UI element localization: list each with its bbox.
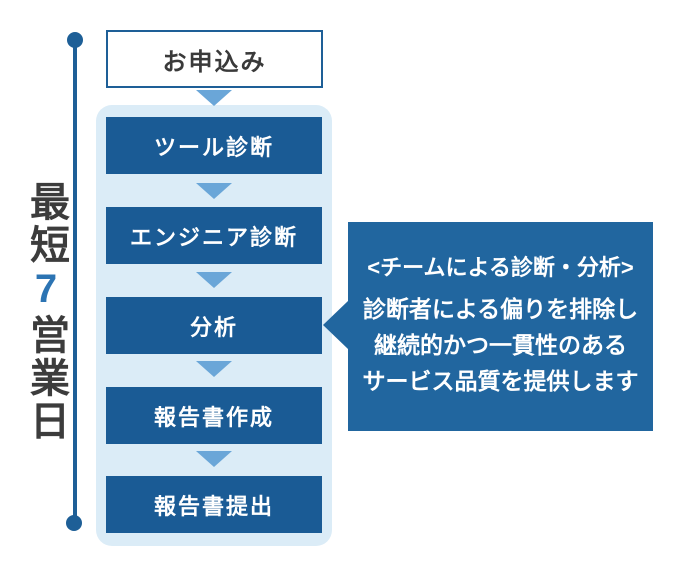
step-label: ツール診断 xyxy=(153,134,274,160)
down-arrow-icon xyxy=(196,361,232,377)
timeline-dot-bottom xyxy=(66,515,82,531)
callout-line: 診断者による偏りを排除し xyxy=(362,296,639,322)
step-box-report-creation: 報告書作成 xyxy=(106,387,322,444)
callout-title: <チームによる診断・分析> xyxy=(367,255,634,280)
down-arrow-icon xyxy=(196,451,232,467)
timeline-dot-top xyxy=(67,32,83,48)
down-arrow-icon xyxy=(196,272,232,288)
step-label: エンジニア診断 xyxy=(129,224,298,250)
duration-label: 最短7営業日 xyxy=(22,172,70,452)
duration-number: 7 xyxy=(24,267,68,314)
start-step-label: お申込み xyxy=(162,48,267,76)
duration-suffix: 営業日 xyxy=(24,314,68,443)
step-label: 報告書提出 xyxy=(153,493,274,519)
down-arrow-icon xyxy=(196,183,232,199)
step-box-tool-diagnosis: ツール診断 xyxy=(106,117,322,174)
down-arrow-icon xyxy=(196,90,232,106)
callout-line: サービス品質を提供します xyxy=(362,368,639,394)
step-box-report-submission: 報告書提出 xyxy=(106,476,322,533)
callout-left-pointer-icon xyxy=(323,301,348,349)
step-box-analysis: 分析 xyxy=(106,297,322,354)
duration-prefix: 最短 xyxy=(24,181,68,267)
step-label: 報告書作成 xyxy=(153,404,274,430)
callout-line: 継続的かつ一貫性のある xyxy=(374,332,627,358)
step-label: 分析 xyxy=(189,314,238,340)
callout-bubble: <チームによる診断・分析> 診断者による偏りを排除し 継続的かつ一貫性のある サ… xyxy=(323,222,653,431)
step-box-engineer-diagnosis: エンジニア診断 xyxy=(106,207,322,264)
start-step-box: お申込み xyxy=(106,30,323,88)
timeline-line xyxy=(73,40,77,523)
